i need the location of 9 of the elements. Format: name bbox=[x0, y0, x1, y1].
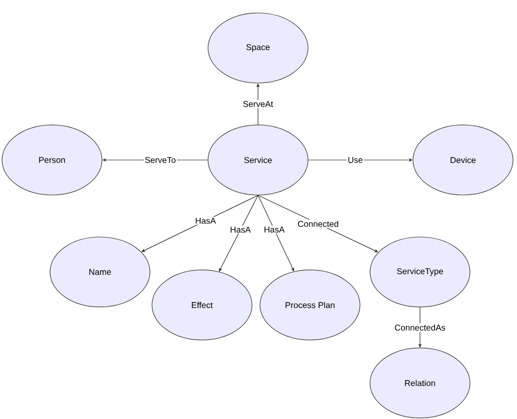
edge-label: ConnectedAs bbox=[393, 323, 447, 332]
arrow bbox=[258, 194, 294, 272]
edge-label: ServeTo bbox=[144, 156, 177, 164]
edge-label: Connected bbox=[296, 220, 340, 228]
edge-label: Use bbox=[346, 156, 364, 164]
edge-label: HasA bbox=[194, 216, 217, 225]
edge-label: HasA bbox=[262, 226, 286, 234]
edge-label: HasA bbox=[229, 226, 252, 234]
edge-label: ServeAt bbox=[242, 100, 274, 108]
